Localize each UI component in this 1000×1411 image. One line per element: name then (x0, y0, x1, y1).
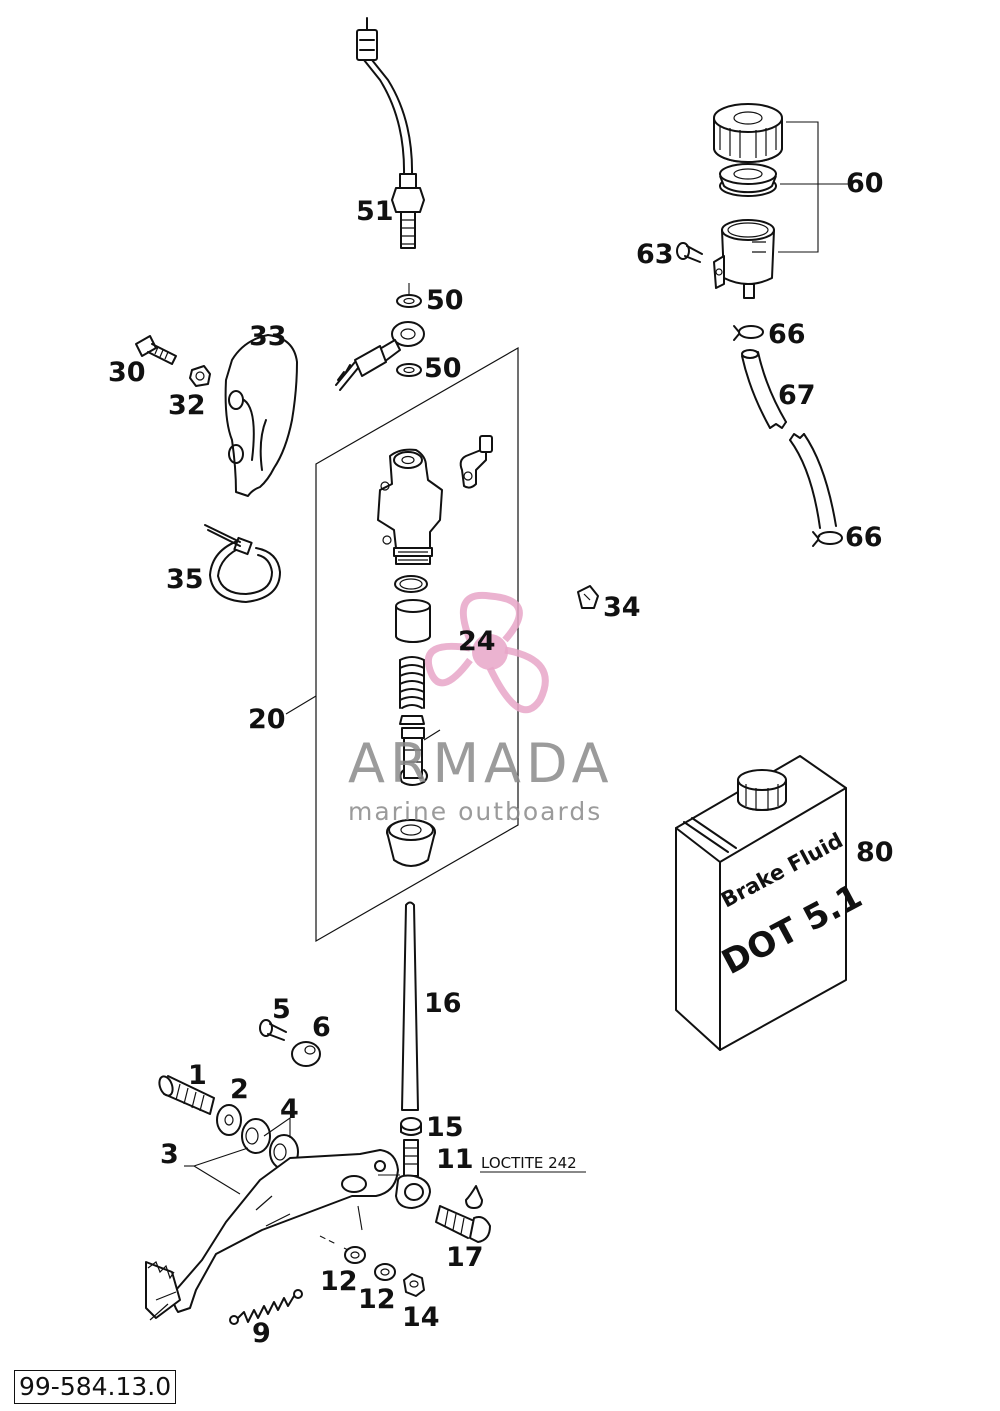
part-4-bearing-a (241, 1118, 271, 1154)
callout-6: 6 (312, 1012, 331, 1043)
callout-60: 60 (846, 168, 884, 199)
callout-11: 11 (436, 1144, 474, 1175)
part-60-reservoir (713, 103, 848, 299)
part-32-nut (189, 365, 211, 387)
part-51-brake-light-switch (356, 17, 425, 249)
dust-boot (386, 819, 436, 867)
callout-50-upper: 50 (426, 285, 464, 316)
callout-numbers: 51 50 50 33 30 32 35 34 24 20 60 63 66 6… (108, 168, 894, 1349)
part-17-pin (435, 1205, 491, 1243)
part-12-washer-b (374, 1263, 396, 1281)
callout-33: 33 (249, 321, 287, 352)
callout-15: 15 (426, 1112, 464, 1143)
part-33-guard (224, 334, 298, 497)
sleeve (395, 599, 431, 643)
part-24-spring-piston (399, 656, 441, 779)
callout-3: 3 (160, 1139, 179, 1170)
callout-51: 51 (356, 196, 394, 227)
propeller-logo-icon (425, 591, 549, 714)
callout-63: 63 (636, 239, 674, 270)
callout-leaders (184, 535, 821, 1176)
loctite-droplet-icon (465, 1171, 586, 1209)
watermark-subtitle: marine outboards (348, 797, 602, 826)
master-cylinder-body (377, 448, 443, 565)
part-15-nut (400, 1117, 422, 1136)
circlip (399, 769, 428, 786)
part-80-brake-fluid-bottle: Brake Fluid DOT 5.1 (675, 755, 869, 1051)
part-1-bolt (158, 1075, 215, 1115)
callout-4: 4 (280, 1094, 299, 1125)
callout-12-left: 12 (320, 1266, 358, 1297)
callout-35: 35 (166, 564, 204, 595)
part-20-assembly-frame (285, 346, 519, 943)
part-3-brake-pedal (145, 1147, 399, 1321)
callout-67: 67 (778, 380, 816, 411)
callout-34: 34 (603, 592, 641, 623)
callout-5: 5 (272, 994, 291, 1025)
callout-9: 9 (252, 1318, 271, 1349)
part-14-nut (403, 1273, 425, 1297)
reference-number: 99-584.13.0 (14, 1370, 177, 1404)
part-67-hose (741, 349, 837, 529)
banjo-fitting (335, 321, 425, 391)
elbow-fitting (459, 435, 493, 489)
callout-16: 16 (424, 988, 462, 1019)
callout-24: 24 (458, 626, 496, 657)
part-66-hose-clamp-lower (812, 531, 843, 547)
callout-80: 80 (856, 837, 894, 868)
watermark: ARMADA marine outboards (348, 591, 614, 826)
callout-17: 17 (446, 1242, 484, 1273)
part-5-screw (259, 1019, 287, 1041)
part-30-screw (135, 335, 177, 365)
part-66-hose-clamp-upper (733, 325, 764, 341)
part-11-rod-end (395, 1139, 431, 1209)
part-9-spring (229, 1289, 303, 1325)
callout-32: 32 (168, 390, 206, 421)
part-50-seal-ring-lower (396, 363, 422, 377)
watermark-title: ARMADA (348, 732, 614, 795)
loctite-note: LOCTITE 242 (481, 1154, 577, 1172)
part-6-bushing (291, 1041, 321, 1067)
callout-30: 30 (108, 357, 146, 388)
part-34-clip (577, 585, 599, 609)
callout-2: 2 (230, 1074, 249, 1105)
part-12-washer-a (344, 1246, 366, 1264)
part-16-push-rod (401, 901, 419, 1111)
callout-66-upper: 66 (768, 319, 806, 350)
callout-20: 20 (248, 704, 286, 735)
part-35-cable-tie (204, 524, 281, 603)
callout-50-lower: 50 (424, 353, 462, 384)
callout-12-right: 12 (358, 1284, 396, 1315)
part-2-washer (216, 1104, 242, 1136)
o-ring (394, 575, 428, 593)
part-63-screw (676, 242, 703, 263)
callout-66-lower: 66 (845, 522, 883, 553)
part-50-seal-ring-upper (396, 283, 422, 308)
callout-1: 1 (188, 1060, 207, 1091)
callout-14: 14 (402, 1302, 440, 1333)
